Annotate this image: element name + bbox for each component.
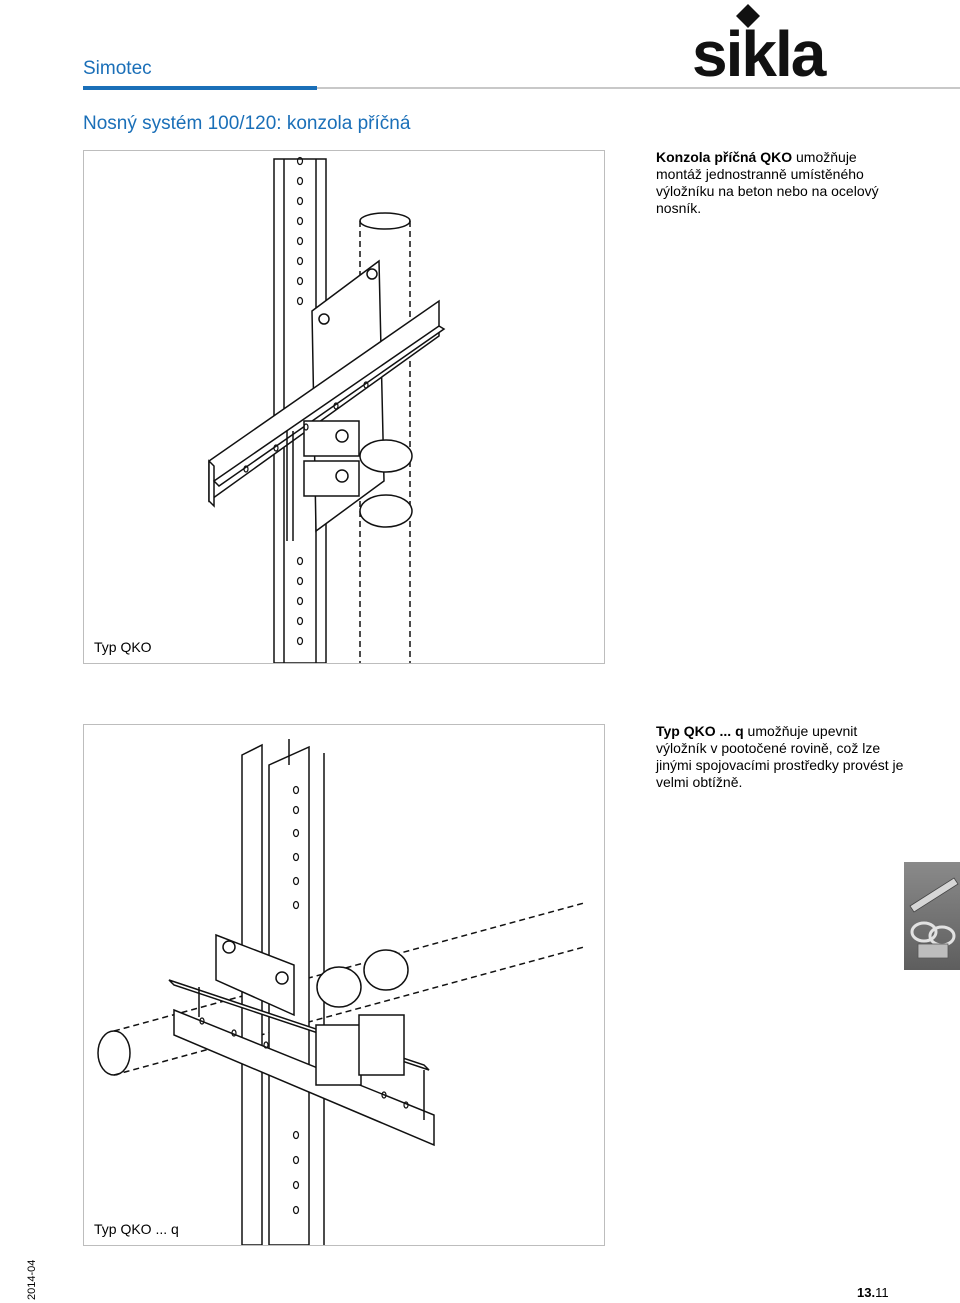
description-product-name: Typ QKO ... q <box>656 723 744 739</box>
figure-caption: Typ QKO <box>94 639 152 655</box>
page-index: 11 <box>875 1285 889 1300</box>
svg-text:sikla: sikla <box>692 18 827 82</box>
qko-q-bracket-drawing <box>97 739 585 1245</box>
description-product-name: Konzola příčná QKO <box>656 149 793 165</box>
qko-bracket-drawing <box>208 156 446 663</box>
page-section: 13. <box>857 1285 876 1300</box>
page-number: 13.11 <box>857 1285 889 1300</box>
publication-date: 2014-04 <box>26 1259 38 1300</box>
figure-description: Konzola příčná QKO umožňuje montáž jedno… <box>656 149 906 217</box>
figure-caption: Typ QKO ... q <box>94 1221 179 1237</box>
figure-qko: Typ QKO <box>83 150 605 664</box>
sikla-logo: sikla <box>692 4 829 82</box>
page-title: Nosný systém 100/120: konzola příčná <box>83 113 411 134</box>
description-text: umožňuje upevnit výložník v pootočené ro… <box>656 723 904 790</box>
figure-qko-q: Typ QKO ... q <box>83 724 605 1246</box>
description-text: umožňuje montáž jednostranně umístěného … <box>656 149 879 216</box>
brand-name: Simotec <box>83 58 152 79</box>
figure-description: Typ QKO ... q umožňuje upevnit výložník … <box>656 723 906 791</box>
header-rule-accent <box>83 86 317 90</box>
product-thumbnail-image <box>904 862 960 970</box>
header-rule <box>317 87 960 89</box>
